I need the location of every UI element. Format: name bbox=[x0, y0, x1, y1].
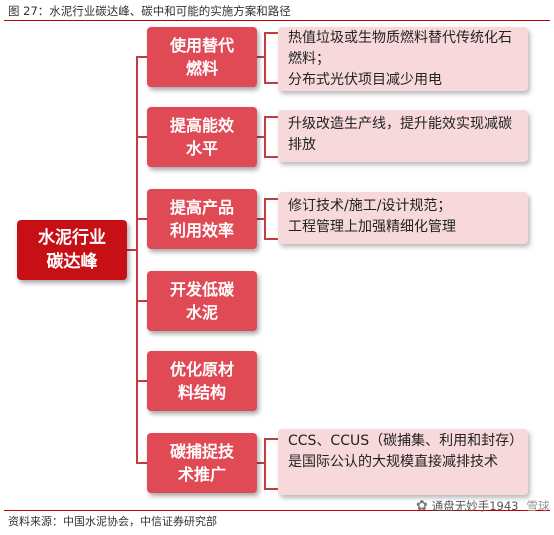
connector-branch-3 bbox=[137, 218, 147, 220]
connector-detail-6 bbox=[257, 462, 265, 464]
watermark-account: 通盘无妙手1943 bbox=[431, 499, 519, 513]
detail-box-product-efficiency: 修订技术/施工/设计规范； 工程管理上加强精细化管理 bbox=[278, 192, 528, 244]
connector-detail-2 bbox=[257, 136, 265, 138]
connector-detail-3-bar bbox=[264, 198, 266, 240]
connector-detail-2-bar bbox=[264, 116, 266, 158]
branch-label: 优化原材料结构 bbox=[169, 360, 234, 402]
branch-label: 提高产品利用效率 bbox=[169, 198, 234, 240]
figure-caption: 图 27：水泥行业碳达峰、碳中和可能的实施方案和路径 bbox=[8, 4, 291, 18]
detail-text: 工程管理上加强精细化管理 bbox=[288, 219, 456, 235]
detail-text: 升级改造生产线，提升能效实现减碳排放 bbox=[288, 116, 512, 153]
detail-box-energy-efficiency: 升级改造生产线，提升能效实现减碳排放 bbox=[278, 110, 528, 162]
detail-text: 修订技术/施工/设计规范； bbox=[288, 198, 452, 214]
connector-detail-1-tick-b bbox=[265, 82, 278, 84]
connector-branch-4 bbox=[137, 300, 147, 302]
branch-label: 使用替代燃料 bbox=[169, 36, 234, 78]
detail-text: 热值垃圾或生物质燃料替代传统化石燃料； bbox=[288, 30, 512, 67]
footer-rule bbox=[4, 510, 550, 511]
connector-detail-1 bbox=[257, 56, 265, 58]
connector-branch-6 bbox=[137, 462, 147, 464]
connector-detail-1-tick-a bbox=[265, 32, 278, 34]
connector-branch-2 bbox=[137, 136, 147, 138]
watermark: ✿ 通盘无妙手1943 雪球 bbox=[416, 498, 550, 514]
connector-detail-1-bar bbox=[264, 32, 266, 84]
branch-node-product-efficiency: 提高产品利用效率 bbox=[147, 189, 257, 249]
branch-label: 提高能效水平 bbox=[169, 116, 234, 158]
branch-node-alternative-fuel: 使用替代燃料 bbox=[147, 27, 257, 87]
connector-detail-2-tick-a bbox=[265, 116, 278, 118]
connector-branch-1 bbox=[137, 56, 147, 58]
branch-node-carbon-capture: 碳捕捉技术推广 bbox=[147, 433, 257, 493]
connector-trunk bbox=[136, 56, 138, 464]
connector-detail-3 bbox=[257, 218, 265, 220]
connector-detail-6-tick-a bbox=[265, 438, 278, 440]
branch-node-energy-efficiency: 提高能效水平 bbox=[147, 107, 257, 167]
connector-detail-6-bar bbox=[264, 438, 266, 490]
branch-node-low-carbon-cement: 开发低碳水泥 bbox=[147, 271, 257, 331]
connector-detail-2-tick-b bbox=[265, 156, 278, 158]
branch-label: 开发低碳水泥 bbox=[169, 280, 234, 322]
detail-box-alternative-fuel: 热值垃圾或生物质燃料替代传统化石燃料； 分布式光伏项目减少用电 bbox=[278, 27, 528, 91]
branch-label: 碳捕捉技术推广 bbox=[169, 442, 234, 484]
source-note: 资料来源：中国水泥协会，中信证券研究部 bbox=[8, 515, 217, 528]
detail-text: 分布式光伏项目减少用电 bbox=[288, 72, 442, 88]
connector-detail-3-tick-a bbox=[265, 198, 278, 200]
detail-text: CCS、CCUS（碳捕集、利用和封存）是国际公认的大规模直接减排技术 bbox=[288, 433, 517, 470]
connector-root bbox=[127, 249, 137, 251]
detail-box-carbon-capture: CCS、CCUS（碳捕集、利用和封存）是国际公认的大规模直接减排技术 bbox=[278, 429, 528, 495]
connector-detail-3-tick-b bbox=[265, 238, 278, 240]
watermark-platform: 雪球 bbox=[526, 499, 550, 513]
caption-rule bbox=[4, 20, 550, 21]
wechat-icon: ✿ bbox=[416, 498, 428, 514]
branch-node-raw-material: 优化原材料结构 bbox=[147, 351, 257, 411]
root-node: 水泥行业碳达峰 bbox=[17, 220, 127, 280]
root-label: 水泥行业碳达峰 bbox=[38, 228, 106, 272]
connector-branch-5 bbox=[137, 380, 147, 382]
connector-detail-6-tick-b bbox=[265, 488, 278, 490]
